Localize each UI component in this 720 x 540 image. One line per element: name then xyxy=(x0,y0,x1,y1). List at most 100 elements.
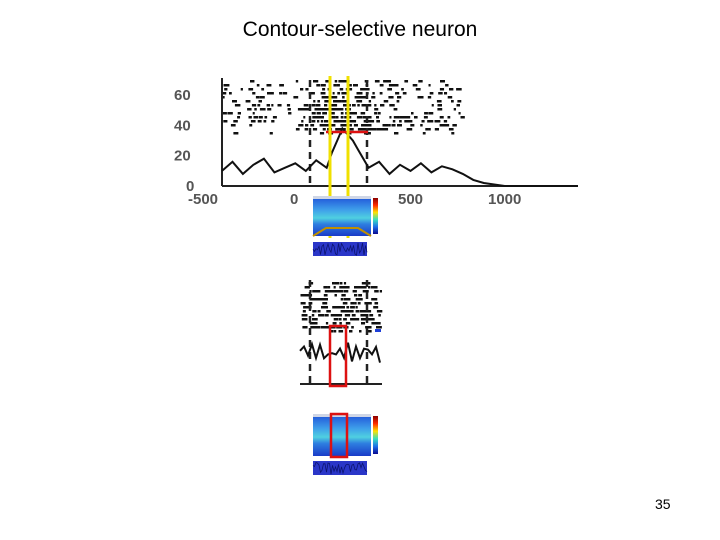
raster-spike xyxy=(321,96,327,99)
raster-spike xyxy=(320,108,325,111)
x-tick-label: 1000 xyxy=(488,191,521,208)
raster-spike xyxy=(380,104,385,107)
raster-spike xyxy=(233,120,238,123)
raster-spike xyxy=(312,124,315,127)
raster-spike xyxy=(340,112,344,115)
raster-spike xyxy=(254,108,257,111)
raster-spike xyxy=(222,96,225,99)
raster-spike xyxy=(309,322,313,325)
raster-spike xyxy=(410,124,415,127)
raster-spike xyxy=(231,124,236,127)
raster-spike xyxy=(338,318,342,321)
raster-spike xyxy=(369,120,375,123)
raster-spike xyxy=(293,96,299,99)
raster-spike xyxy=(316,116,321,119)
raster-spike xyxy=(429,92,434,95)
raster-spike xyxy=(252,112,255,115)
raster-spike xyxy=(452,124,457,127)
raster-spike xyxy=(365,326,369,329)
raster-spike xyxy=(376,120,381,123)
raster-spike xyxy=(331,116,336,119)
raster-spike xyxy=(331,112,335,115)
raster-spike xyxy=(355,318,360,321)
raster-spike xyxy=(338,306,342,309)
raster-spike xyxy=(234,104,240,107)
raster-spike xyxy=(327,286,331,289)
raster-spike xyxy=(420,124,423,127)
raster-spike xyxy=(309,298,315,301)
raster-spike xyxy=(340,298,343,301)
raster-spike xyxy=(225,84,230,87)
raster-spike xyxy=(324,120,329,123)
raster-spike xyxy=(445,84,449,87)
raster-spike xyxy=(370,286,375,289)
raster-spike xyxy=(376,326,379,329)
raster-spike xyxy=(332,96,338,99)
raster-spike xyxy=(322,302,328,305)
colorbar-1 xyxy=(373,198,378,234)
raster-spike xyxy=(369,314,372,317)
raster-spike xyxy=(314,108,320,111)
raster-spike xyxy=(351,326,354,329)
raster-spike xyxy=(368,310,372,313)
raster-spike xyxy=(367,318,373,321)
raster-spike xyxy=(380,84,384,87)
raster-spike xyxy=(335,120,339,123)
raster-spike xyxy=(318,298,323,301)
raster-spike xyxy=(318,290,321,293)
raster-spike xyxy=(384,124,389,127)
raster-spike xyxy=(269,132,273,135)
psth-series-line-bottom xyxy=(299,341,381,363)
raster-spike xyxy=(259,108,265,111)
raster-spike xyxy=(374,104,377,107)
raster-spike xyxy=(257,120,262,123)
raster-spike xyxy=(313,100,316,103)
raster-spike xyxy=(337,92,340,95)
raster-spike xyxy=(357,100,363,103)
waveform-trace xyxy=(312,242,368,256)
raster-spike xyxy=(393,116,399,119)
raster-spike xyxy=(308,302,313,305)
raster-spike xyxy=(368,286,371,289)
red-highlight-box-1 xyxy=(328,324,348,388)
raster-spike xyxy=(257,104,261,107)
raster-spike xyxy=(431,120,434,123)
raster-spike xyxy=(387,88,392,91)
raster-spike xyxy=(343,104,347,107)
raster-spike xyxy=(317,120,320,123)
raster-spike xyxy=(404,116,408,119)
raster-spike xyxy=(376,128,382,131)
raster-spike xyxy=(353,318,357,321)
raster-spike xyxy=(238,104,241,107)
raster-spike xyxy=(367,104,372,107)
raster-spike xyxy=(317,84,320,87)
colorbar-2 xyxy=(373,416,378,454)
raster-spike xyxy=(366,282,371,285)
raster-spike xyxy=(325,108,330,111)
raster-spike xyxy=(457,100,462,103)
y-tick-label: 60 xyxy=(174,87,191,104)
raster-spike xyxy=(312,128,318,131)
raster-spike xyxy=(364,310,369,313)
raster-spike xyxy=(366,132,371,135)
raster-spike xyxy=(339,120,344,123)
raster-spike xyxy=(305,124,309,127)
raster-spike xyxy=(374,80,380,83)
raster-spike xyxy=(354,302,357,305)
raster-spike xyxy=(312,318,316,321)
raster-spike xyxy=(396,100,400,103)
raster-spike xyxy=(305,294,308,297)
raster-spike xyxy=(332,108,337,111)
raster-spike xyxy=(406,116,411,119)
y-tick-label: 20 xyxy=(174,148,191,165)
raster-spike xyxy=(406,128,412,131)
raster-spike xyxy=(320,108,323,111)
raster-spike xyxy=(303,306,308,309)
raster-spike xyxy=(222,92,227,95)
raster-spike xyxy=(376,116,380,119)
raster-spike xyxy=(310,124,314,127)
raster-spike xyxy=(281,84,284,87)
raster-spike xyxy=(335,116,339,119)
raster-spike xyxy=(266,84,269,87)
raster-spike xyxy=(458,112,461,115)
